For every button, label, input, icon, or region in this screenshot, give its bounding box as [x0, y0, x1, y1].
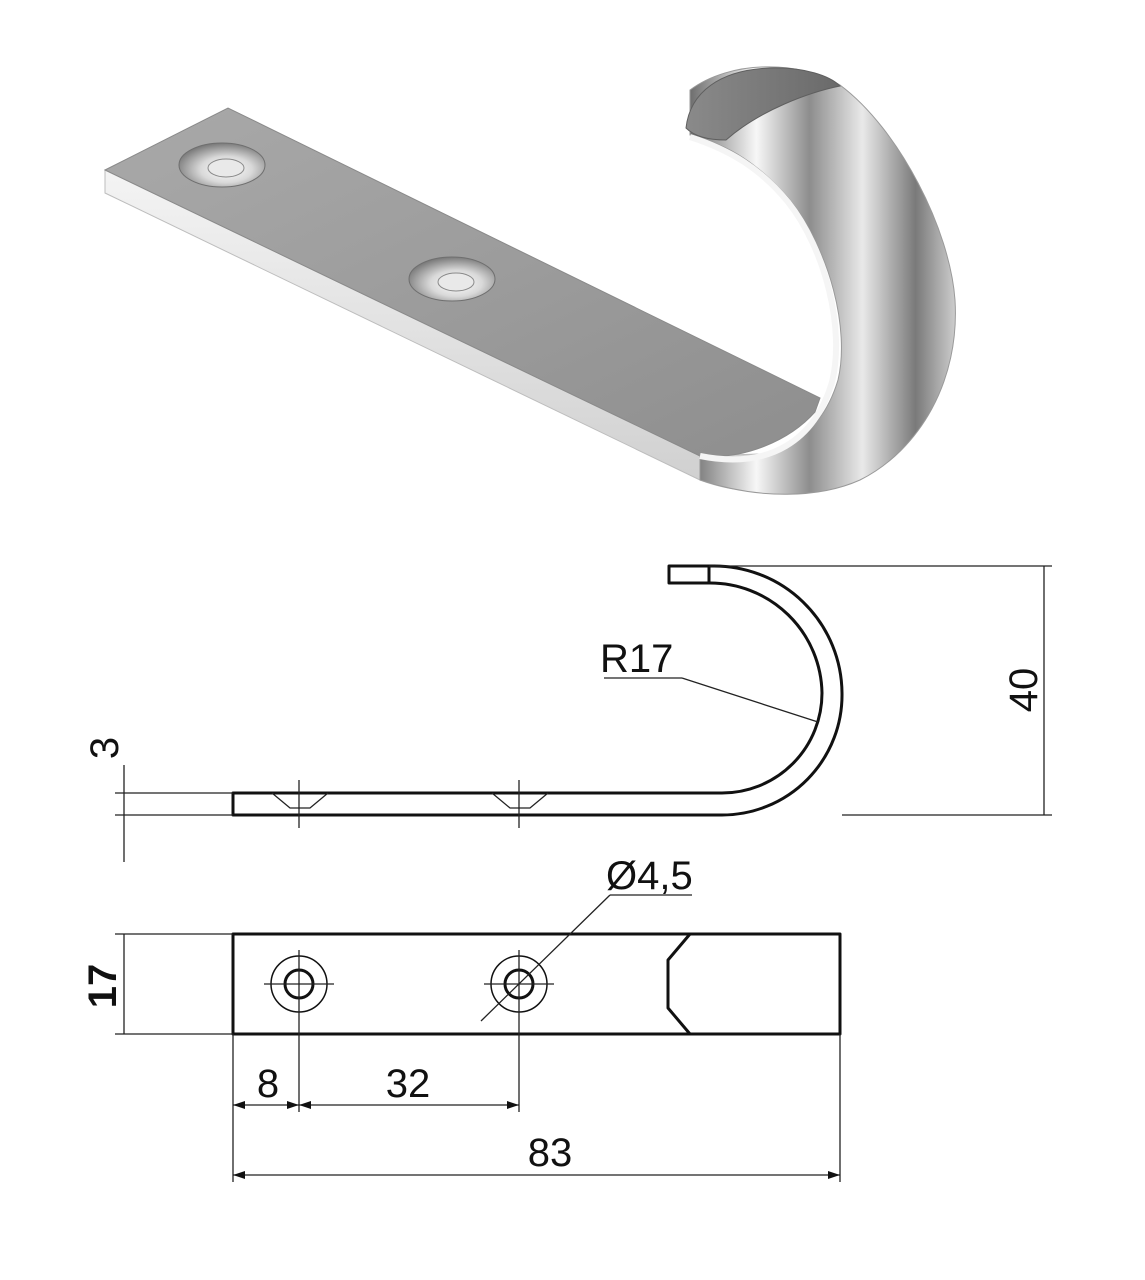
radius-label: R17	[600, 637, 673, 681]
hook-inner-edge	[689, 134, 840, 463]
hole-position-dimensions: 8 32	[232, 1018, 841, 1182]
countersunk-hole-1	[178, 142, 266, 188]
hole-diameter-callout: Ø4,5	[480, 854, 693, 1022]
first-hole-offset-label: 8	[257, 1062, 279, 1106]
hook-top-end	[685, 67, 842, 141]
hole-diameter-label: Ø4,5	[606, 854, 693, 898]
total-length-dimension: 83	[233, 1131, 840, 1179]
side-hole-1	[271, 780, 329, 828]
bend-edge	[666, 933, 692, 1035]
total-length-label: 83	[528, 1131, 573, 1175]
countersunk-hole-2	[408, 256, 496, 302]
height-dimension: 40	[709, 565, 1052, 816]
plan-view: Ø4,5 17 8 32 83	[81, 854, 842, 1182]
width-dimension: 17	[81, 933, 233, 1035]
thickness-dimension: 3	[83, 737, 233, 862]
side-view: 3 40 R17	[83, 564, 1052, 862]
width-label: 17	[81, 964, 125, 1009]
side-hole-2	[491, 780, 549, 828]
radius-callout: R17	[600, 637, 819, 723]
side-profile-outline	[231, 564, 844, 817]
isometric-view	[103, 66, 956, 495]
thickness-label: 3	[83, 737, 127, 759]
height-label: 40	[1002, 668, 1046, 713]
plan-outline	[231, 932, 842, 1036]
hole-spacing-label: 32	[386, 1062, 431, 1106]
plan-hole-1	[264, 950, 334, 1018]
